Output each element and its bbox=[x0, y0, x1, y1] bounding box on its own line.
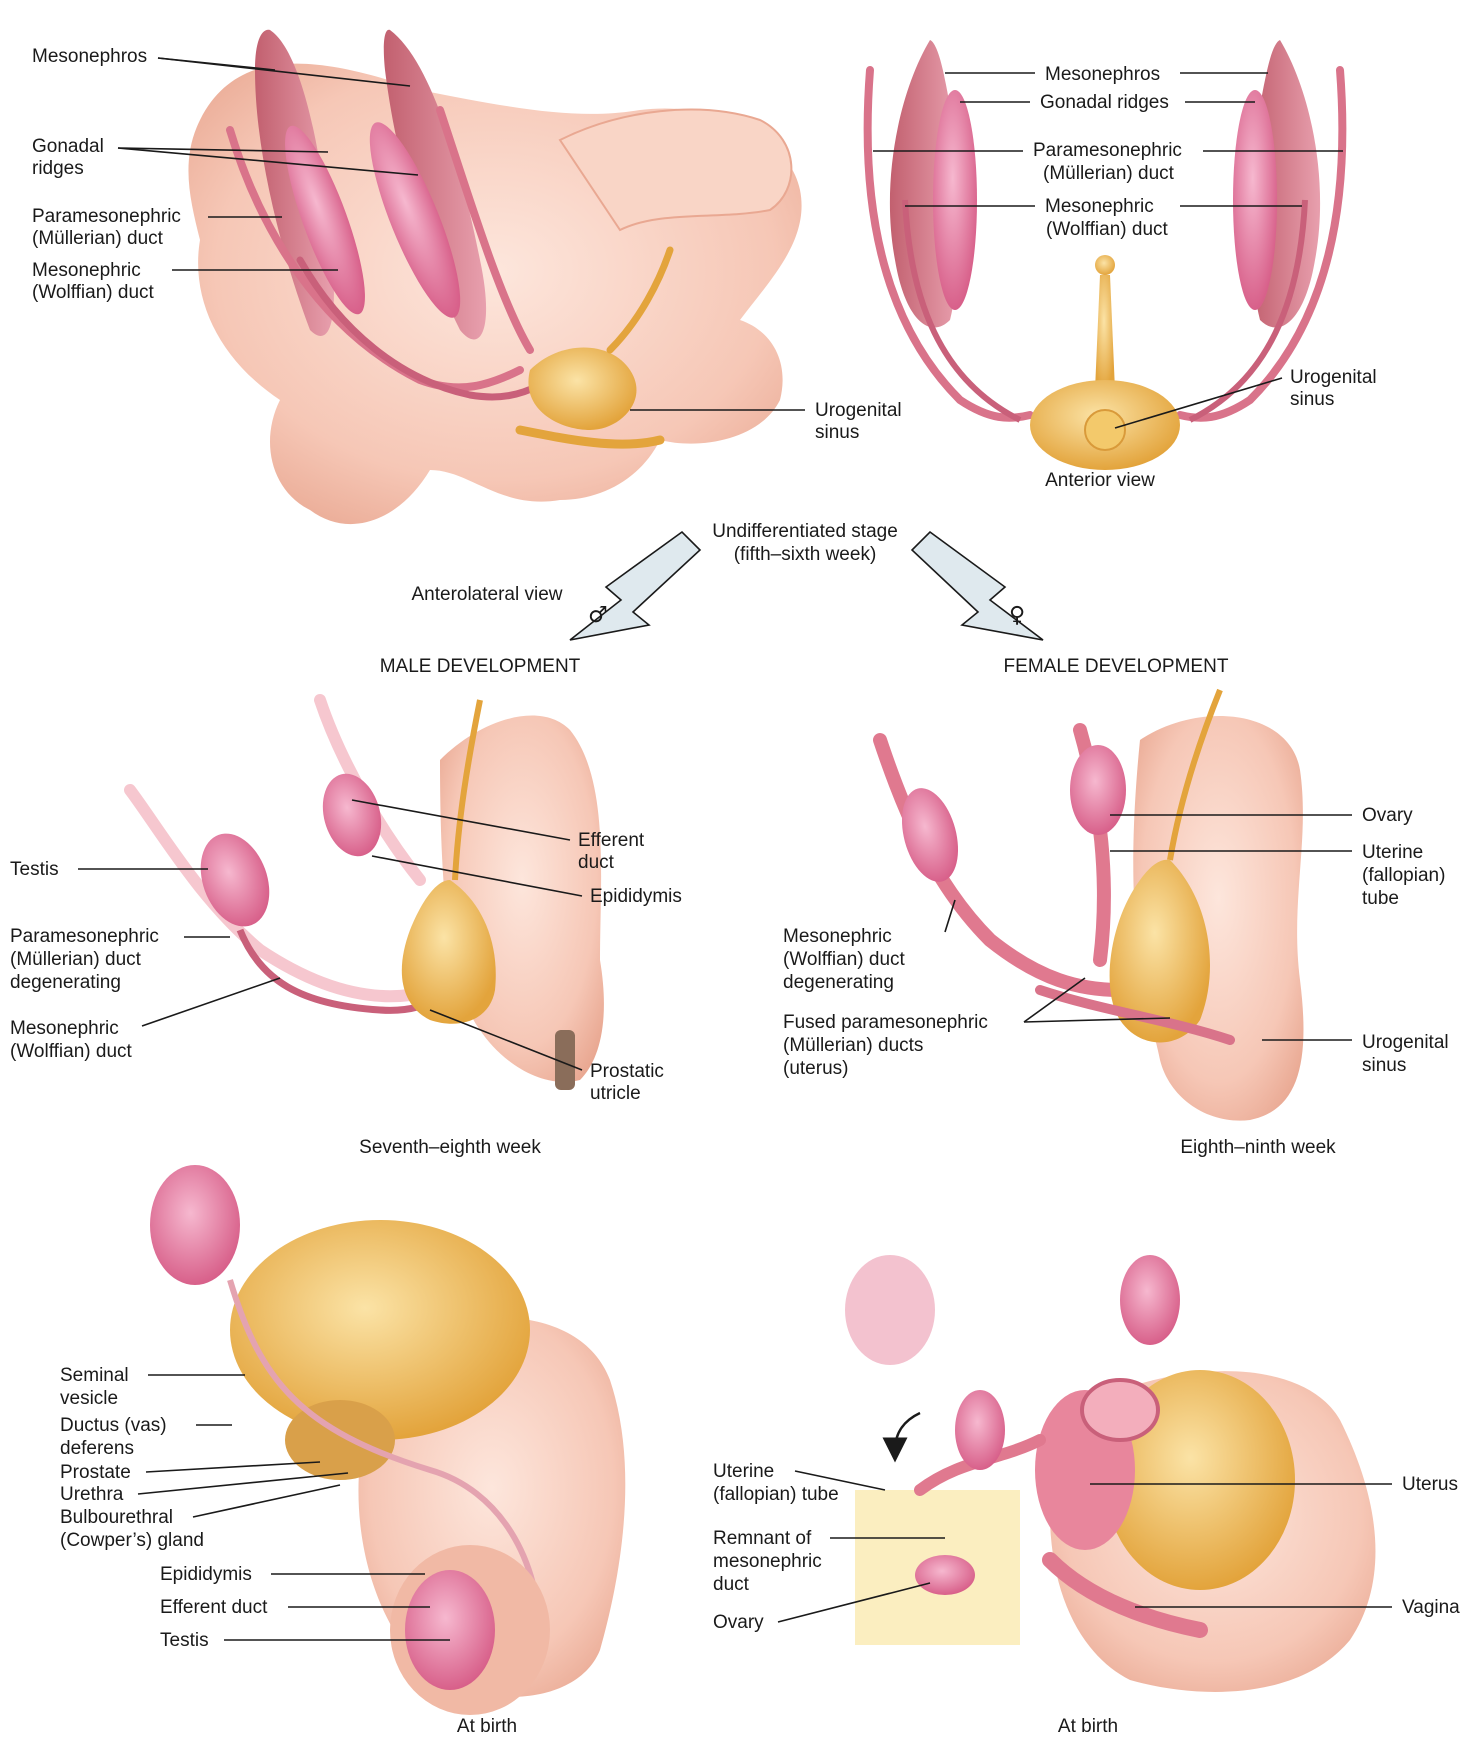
label-urethra: Urethra bbox=[60, 1484, 124, 1505]
male-week-illustration bbox=[130, 700, 604, 1090]
label-urogenital-2: sinus bbox=[815, 422, 859, 443]
caption-anterior-view: Anterior view bbox=[1045, 470, 1155, 491]
label-m-meso-2: (Wolffian) duct bbox=[10, 1041, 133, 1062]
male-symbol: ♂ bbox=[588, 603, 608, 628]
label-f-urogenital-1: Urogenital bbox=[1362, 1032, 1449, 1053]
label-m-para-3: degenerating bbox=[10, 972, 121, 993]
caption-female-birth: At birth bbox=[1058, 1716, 1118, 1737]
label-efferent-1: Efferent bbox=[578, 830, 645, 851]
label-f-uterine-3: tube bbox=[1362, 888, 1399, 909]
stage-subtitle: (fifth–sixth week) bbox=[734, 544, 877, 565]
female-birth-ovary bbox=[915, 1555, 975, 1595]
label-r-gonadal: Gonadal ridges bbox=[1040, 92, 1169, 113]
label-r-urogenital-1: Urogenital bbox=[1290, 367, 1377, 388]
label-b-epididymis: Epididymis bbox=[160, 1564, 252, 1585]
label-testis: Testis bbox=[10, 859, 59, 880]
stage-title: Undifferentiated stage bbox=[712, 521, 898, 542]
male-week-testis-right bbox=[314, 767, 390, 863]
label-mesonephric-1: Mesonephric bbox=[32, 260, 141, 281]
label-ductus-1: Ductus (vas) bbox=[60, 1415, 167, 1436]
stage-header: Undifferentiated stage (fifth–sixth week… bbox=[380, 521, 1229, 677]
label-fb-uterine-2: (fallopian) tube bbox=[713, 1484, 839, 1505]
label-r-paramesonephric-2: (Müllerian) duct bbox=[1043, 163, 1175, 184]
label-bulbo-1: Bulbourethral bbox=[60, 1507, 173, 1528]
label-r-urogenital-2: sinus bbox=[1290, 389, 1334, 410]
label-epididymis: Epididymis bbox=[590, 886, 682, 907]
label-paramesonephric-1: Paramesonephric bbox=[32, 206, 181, 227]
label-f-fused-1: Fused paramesonephric bbox=[783, 1012, 988, 1033]
female-birth-upper-ovary bbox=[955, 1390, 1005, 1470]
label-urogenital-1: Urogenital bbox=[815, 400, 902, 421]
anterior-sinus-opening bbox=[1085, 410, 1125, 450]
male-development-heading: MALE DEVELOPMENT bbox=[380, 656, 581, 677]
label-r-mesonephros: Mesonephros bbox=[1045, 64, 1160, 85]
label-remnant-1: Remnant of bbox=[713, 1528, 812, 1549]
label-f-uterine-1: Uterine bbox=[1362, 842, 1423, 863]
label-f-fused-3: (uterus) bbox=[783, 1058, 848, 1079]
female-symbol: ♀ bbox=[1009, 603, 1025, 628]
label-f-meso-2: (Wolffian) duct bbox=[783, 949, 906, 970]
label-remnant-3: duct bbox=[713, 1574, 750, 1595]
label-f-urogenital-2: sinus bbox=[1362, 1055, 1406, 1076]
caption-male-week: Seventh–eighth week bbox=[359, 1137, 541, 1158]
label-r-mesonephric-1: Mesonephric bbox=[1045, 196, 1154, 217]
male-birth-bladder bbox=[230, 1220, 530, 1440]
male-birth-testis bbox=[405, 1570, 495, 1690]
label-r-paramesonephric-1: Paramesonephric bbox=[1033, 140, 1182, 161]
label-mesonephros-left: Mesonephros bbox=[32, 46, 147, 67]
label-m-para-2: (Müllerian) duct bbox=[10, 949, 142, 970]
female-birth-cervix-ring bbox=[1082, 1380, 1158, 1440]
label-b-efferent: Efferent duct bbox=[160, 1597, 268, 1618]
label-f-meso-1: Mesonephric bbox=[783, 926, 892, 947]
undifferentiated-anterolateral-illustration bbox=[188, 30, 801, 524]
label-efferent-2: duct bbox=[578, 852, 615, 873]
label-fb-uterine-1: Uterine bbox=[713, 1461, 774, 1482]
female-birth-curved-arrow bbox=[895, 1413, 920, 1450]
label-f-meso-3: degenerating bbox=[783, 972, 894, 993]
label-b-testis: Testis bbox=[160, 1630, 209, 1651]
male-birth-illustration bbox=[150, 1165, 625, 1715]
label-f-fused-2: (Müllerian) ducts bbox=[783, 1035, 923, 1056]
label-gonadal-ridges-1: Gonadal bbox=[32, 136, 104, 157]
label-uterus: Uterus bbox=[1402, 1474, 1458, 1495]
label-gonadal-ridges-2: ridges bbox=[32, 158, 84, 179]
label-paramesonephric-2: (Müllerian) duct bbox=[32, 228, 164, 249]
label-ductus-2: deferens bbox=[60, 1438, 134, 1459]
label-prostate: Prostate bbox=[60, 1462, 131, 1483]
male-week-testis-left bbox=[189, 824, 282, 936]
label-seminal-1: Seminal bbox=[60, 1365, 129, 1386]
female-development-heading: FEMALE DEVELOPMENT bbox=[1004, 656, 1229, 677]
anterior-gonadal-left bbox=[933, 90, 977, 310]
label-remnant-2: mesonephric bbox=[713, 1551, 822, 1572]
label-mesonephric-2: (Wolffian) duct bbox=[32, 282, 155, 303]
female-birth-top-ovary bbox=[1120, 1255, 1180, 1345]
anterior-sinus-stalk bbox=[1095, 275, 1115, 390]
caption-male-birth: At birth bbox=[457, 1716, 517, 1737]
male-birth-prostate bbox=[285, 1400, 395, 1480]
female-birth-faded-ovary bbox=[845, 1255, 935, 1365]
label-vagina: Vagina bbox=[1402, 1597, 1460, 1618]
female-week-ovary-right bbox=[1070, 745, 1126, 835]
label-m-meso-1: Mesonephric bbox=[10, 1018, 119, 1039]
female-birth-illustration bbox=[845, 1255, 1375, 1692]
label-r-mesonephric-2: (Wolffian) duct bbox=[1046, 219, 1169, 240]
label-bulbo-2: (Cowper’s) gland bbox=[60, 1530, 204, 1551]
label-f-uterine-2: (fallopian) bbox=[1362, 865, 1445, 886]
label-fb-ovary: Ovary bbox=[713, 1612, 764, 1633]
anterior-sinus-top bbox=[1095, 255, 1115, 275]
caption-anterolateral-view: Anterolateral view bbox=[411, 584, 562, 605]
label-m-para-1: Paramesonephric bbox=[10, 926, 159, 947]
male-birth-upper-testis bbox=[150, 1165, 240, 1285]
caption-female-week: Eighth–ninth week bbox=[1180, 1137, 1336, 1158]
label-seminal-2: vesicle bbox=[60, 1388, 118, 1409]
label-prostatic-1: Prostatic bbox=[590, 1061, 664, 1082]
label-prostatic-2: utricle bbox=[590, 1083, 641, 1104]
label-f-ovary: Ovary bbox=[1362, 805, 1413, 826]
female-week-illustration bbox=[880, 690, 1303, 1121]
anterior-gonadal-right bbox=[1233, 90, 1277, 310]
